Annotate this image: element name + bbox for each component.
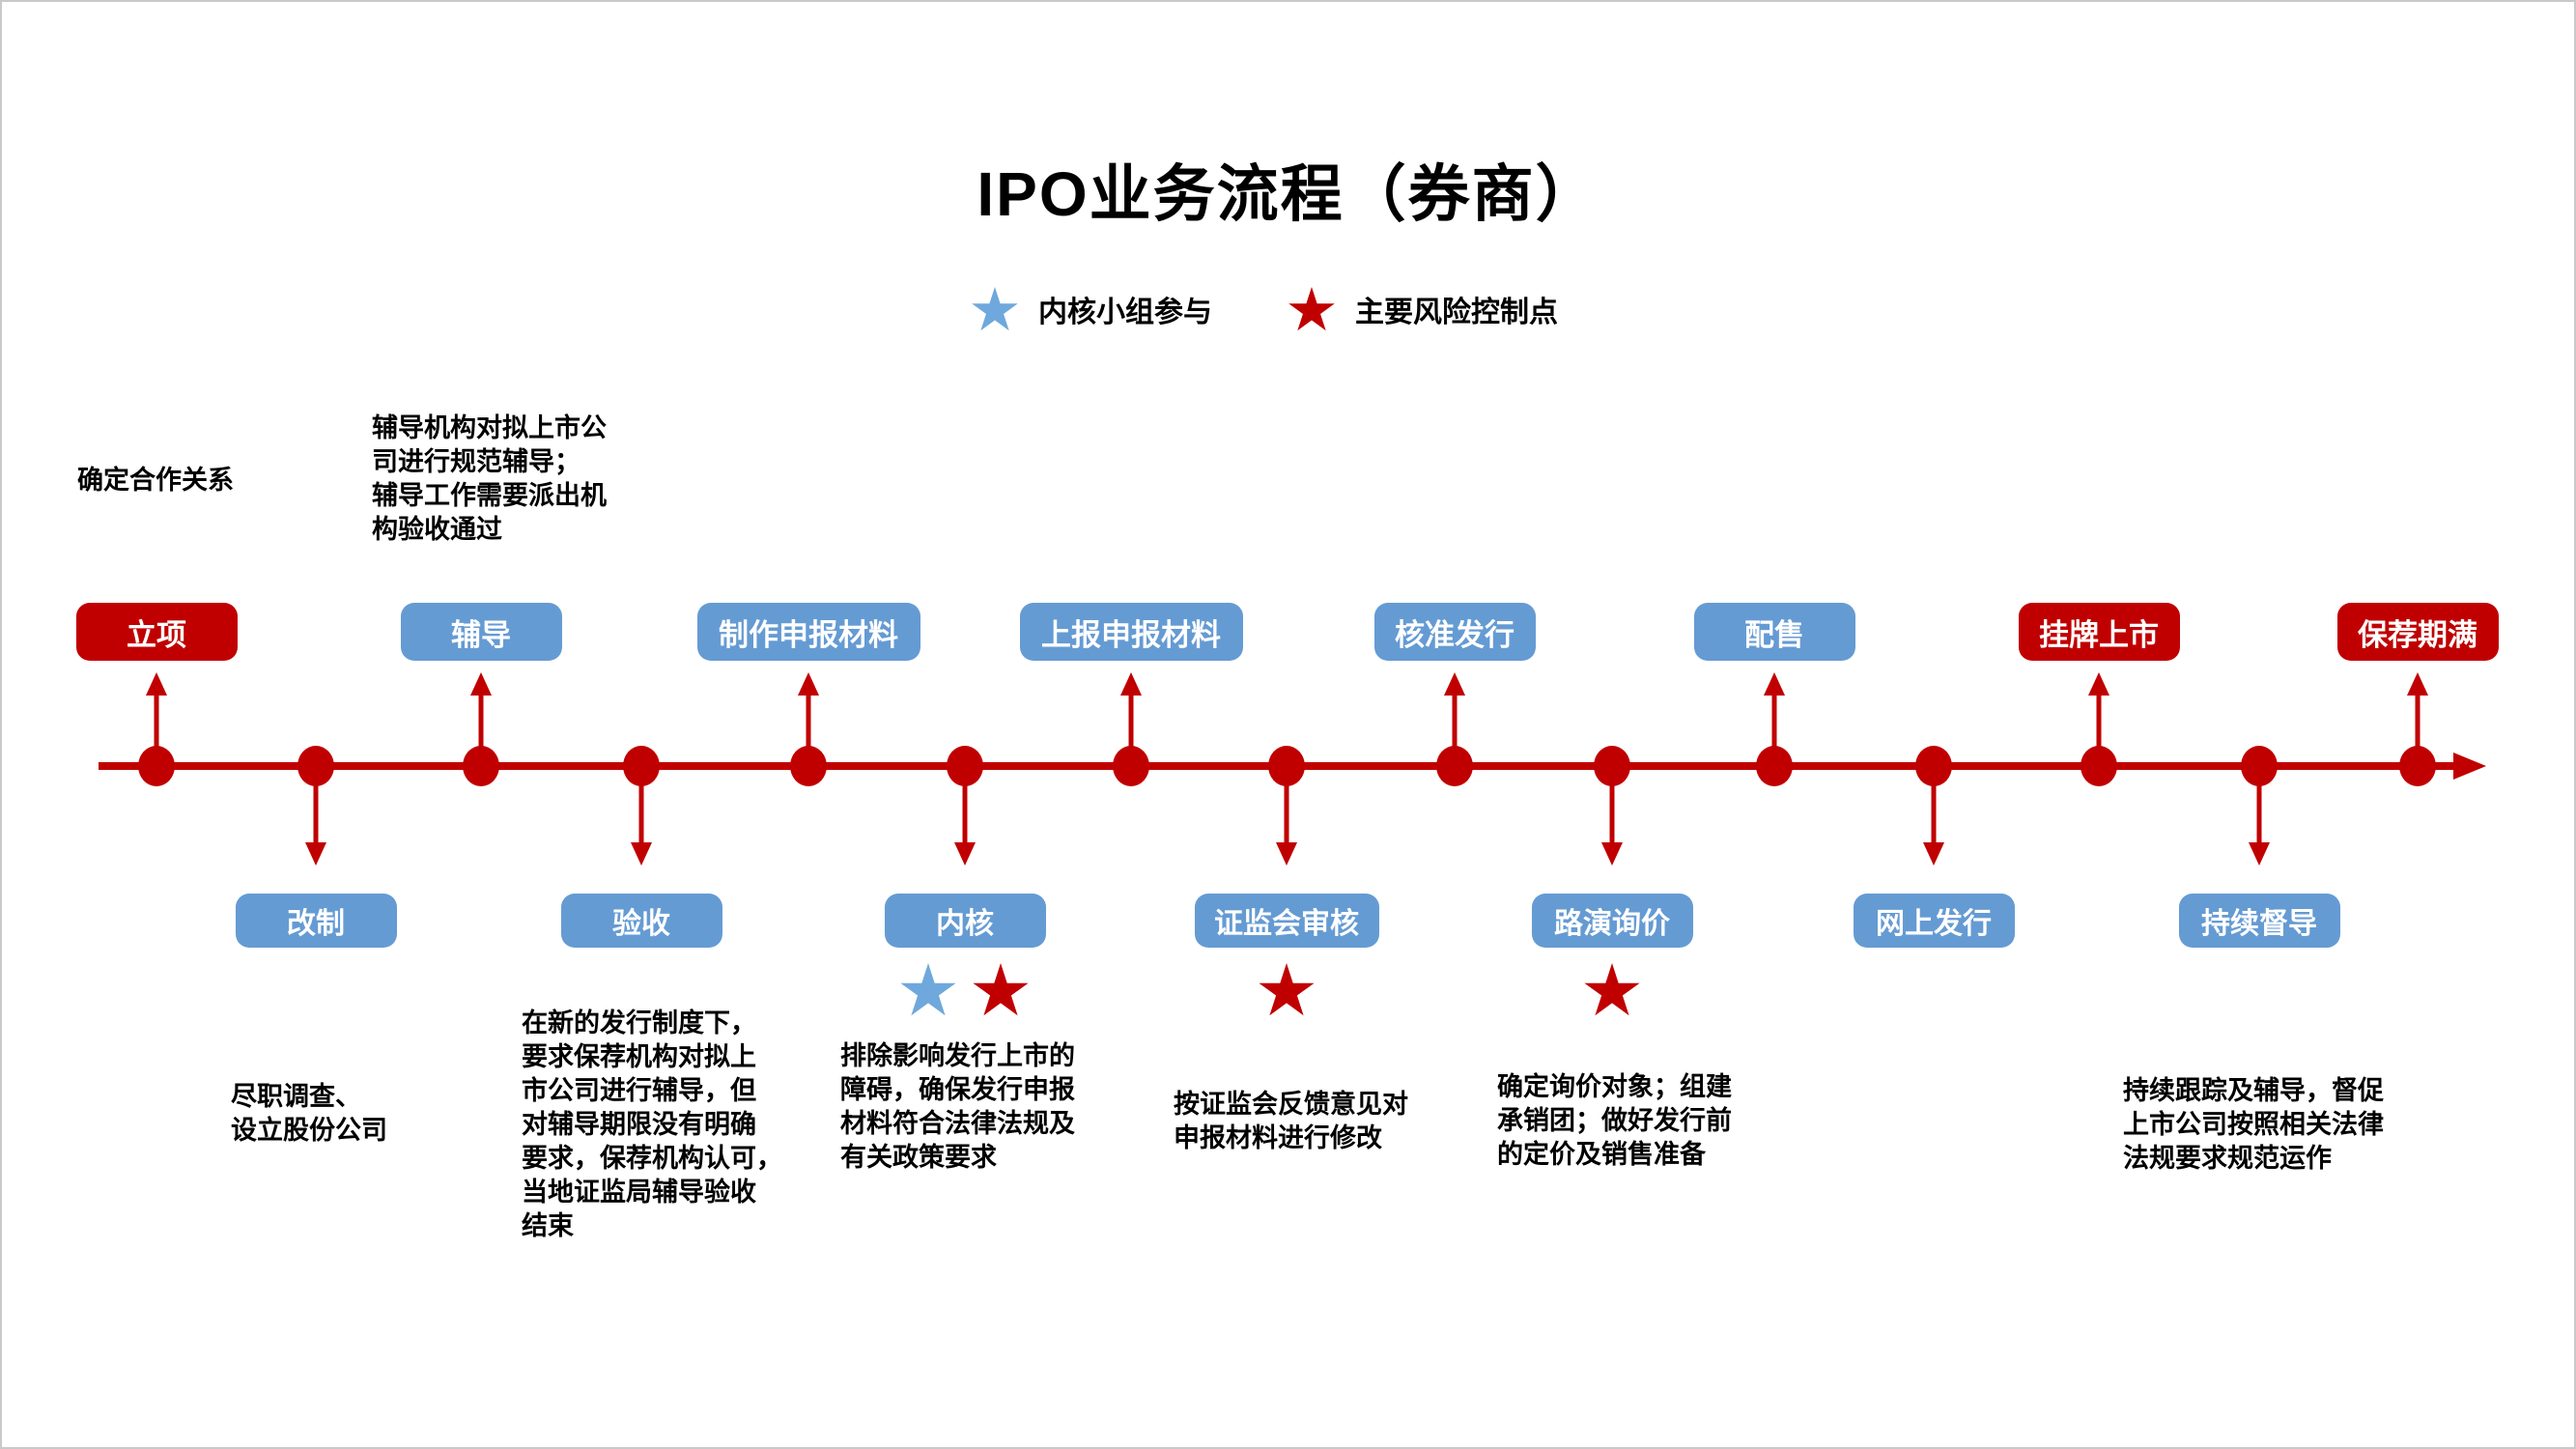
up-arrow-icon xyxy=(2088,672,2109,696)
up-arrow-icon xyxy=(1764,672,1785,696)
timeline-dot xyxy=(463,746,499,786)
stage-box: 制作申报材料 xyxy=(696,603,920,661)
page-title: IPO业务流程（券商） xyxy=(977,159,1599,229)
up-arrow-icon xyxy=(798,672,819,696)
stage-box: 配售 xyxy=(1693,603,1855,661)
legend-item-internal-review: 内核小组参与 xyxy=(971,280,1212,338)
stage-box: 挂牌上市 xyxy=(2018,603,2180,661)
annotation-note: 持续跟踪及辅导，督促 上市公司按照相关法律 法规要求规范运作 xyxy=(2123,1076,2384,1173)
up-arrow-icon xyxy=(146,672,167,696)
timeline-dot xyxy=(1756,746,1793,786)
stage-box: 改制 xyxy=(235,894,397,948)
timeline-dot xyxy=(1594,746,1630,786)
timeline-dot xyxy=(1436,746,1473,786)
annotation-note: 在新的发行制度下， 要求保荐机构对拟上 市公司进行辅导，但 对辅导期限没有明确 … xyxy=(522,1009,782,1240)
legend-item-risk-control: 主要风险控制点 xyxy=(1288,280,1558,338)
legend-label: 内核小组参与 xyxy=(1038,297,1212,328)
timeline-dot xyxy=(623,746,660,786)
stage-box: 辅导 xyxy=(400,603,562,661)
legend-label: 主要风险控制点 xyxy=(1355,297,1558,328)
annotation-note: 确定询价对象；组建 承销团；做好发行前 的定价及销售准备 xyxy=(1497,1072,1732,1169)
timeline-dot xyxy=(790,746,827,786)
timeline-dot xyxy=(297,746,334,786)
blue-star-icon xyxy=(972,287,1018,331)
stage-box: 立项 xyxy=(75,603,238,661)
timeline-dot xyxy=(1915,746,1952,786)
annotation-note: 确定合作关系 xyxy=(77,466,234,495)
down-arrow-icon xyxy=(1276,842,1297,866)
down-arrow-icon xyxy=(2249,842,2270,866)
annotation-note: 尽职调查、 设立股份公司 xyxy=(231,1082,387,1145)
annotation-note: 辅导机构对拟上市公 司进行规范辅导； 辅导工作需要派出机 构验收通过 xyxy=(372,413,607,544)
stage-box: 持续督导 xyxy=(2178,894,2340,948)
up-arrow-icon xyxy=(2407,672,2428,696)
stage-box: 路演询价 xyxy=(1531,894,1693,948)
down-arrow-icon xyxy=(631,842,652,866)
up-arrow-icon xyxy=(470,672,492,696)
timeline-dot xyxy=(2241,746,2278,786)
up-arrow-icon xyxy=(1120,672,1142,696)
timeline-dot xyxy=(2081,746,2117,786)
red-star-icon xyxy=(1259,963,1315,1016)
timeline-dot xyxy=(1113,746,1149,786)
red-star-icon xyxy=(1288,287,1335,331)
down-arrow-icon xyxy=(1923,842,1944,866)
down-arrow-icon xyxy=(1601,842,1623,866)
stage-box: 核准发行 xyxy=(1373,603,1536,661)
stage-box: 上报申报材料 xyxy=(1019,603,1243,661)
stage-box: 证监会审核 xyxy=(1194,894,1379,948)
stage-box: 网上发行 xyxy=(1853,894,2015,948)
stage-box: 验收 xyxy=(560,894,722,948)
timeline-dot xyxy=(138,746,175,786)
timeline-dot xyxy=(2399,746,2436,786)
timeline-end-arrow-icon xyxy=(2453,753,2486,780)
stage-box: 内核 xyxy=(884,894,1046,948)
annotation-note: 排除影响发行上市的 障碍，确保发行申报 材料符合法律法规及 有关政策要求 xyxy=(840,1041,1075,1172)
down-arrow-icon xyxy=(954,842,976,866)
timeline-dot xyxy=(947,746,983,786)
up-arrow-icon xyxy=(1444,672,1465,696)
down-arrow-icon xyxy=(305,842,326,866)
annotation-note: 按证监会反馈意见对 申报材料进行修改 xyxy=(1174,1090,1408,1152)
stage-box: 保荐期满 xyxy=(2336,603,2499,661)
timeline-dot xyxy=(1268,746,1305,786)
red-star-icon xyxy=(973,963,1029,1016)
red-star-icon xyxy=(1584,963,1640,1016)
blue-star-icon xyxy=(900,963,956,1016)
